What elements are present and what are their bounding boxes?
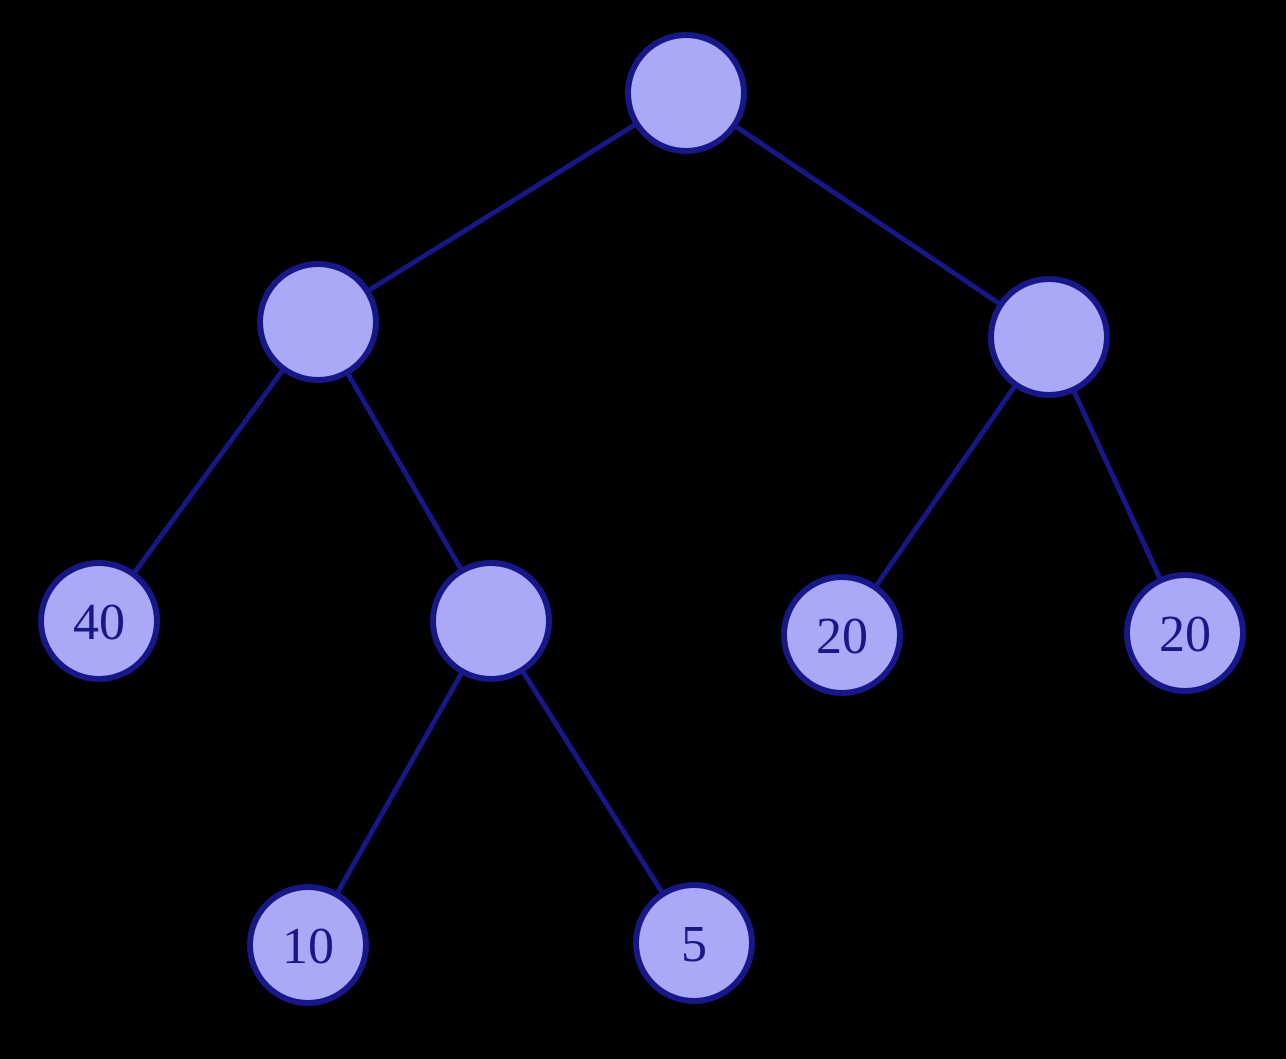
tree-node-circle-rl — [781, 574, 903, 696]
tree-node-lrl: 10 — [247, 884, 369, 1006]
tree-edge-root-r — [683, 90, 1052, 340]
tree-edge-lr-lrr — [488, 618, 697, 946]
tree-node-lrr: 5 — [633, 882, 755, 1004]
tree-node-circle-rr — [1124, 572, 1246, 694]
tree-node-rl: 20 — [781, 574, 903, 696]
tree-node-circle-lrr — [633, 882, 755, 1004]
tree-edge-lr-lrl — [305, 618, 494, 948]
tree-node-label-lrl: 10 — [282, 918, 334, 975]
tree-node-circle-lr — [430, 560, 552, 682]
tree-edge-l-ll — [96, 319, 321, 624]
tree-node-rr: 20 — [1124, 572, 1246, 694]
tree-node-label-ll: 40 — [73, 594, 125, 651]
tree-node-l — [257, 261, 379, 383]
tree-edge-root-l — [315, 90, 689, 325]
tree-node-circle-root — [625, 32, 747, 154]
tree-edges-layer — [96, 90, 1188, 948]
tree-node-circle-lrl — [247, 884, 369, 1006]
tree-node-ll: 40 — [38, 560, 160, 682]
tree-nodes-layer: 40 20 20 10 5 — [38, 32, 1246, 1006]
tree-node-circle-l — [257, 261, 379, 383]
tree-node-label-rl: 20 — [816, 608, 868, 665]
tree-node-root — [625, 32, 747, 154]
tree-node-label-rr: 20 — [1159, 606, 1211, 663]
tree-node-circle-ll — [38, 560, 160, 682]
tree-node-lr — [430, 560, 552, 682]
tree-node-label-lrr: 5 — [681, 916, 707, 973]
tree-node-circle-r — [988, 276, 1110, 398]
tree-node-r — [988, 276, 1110, 398]
